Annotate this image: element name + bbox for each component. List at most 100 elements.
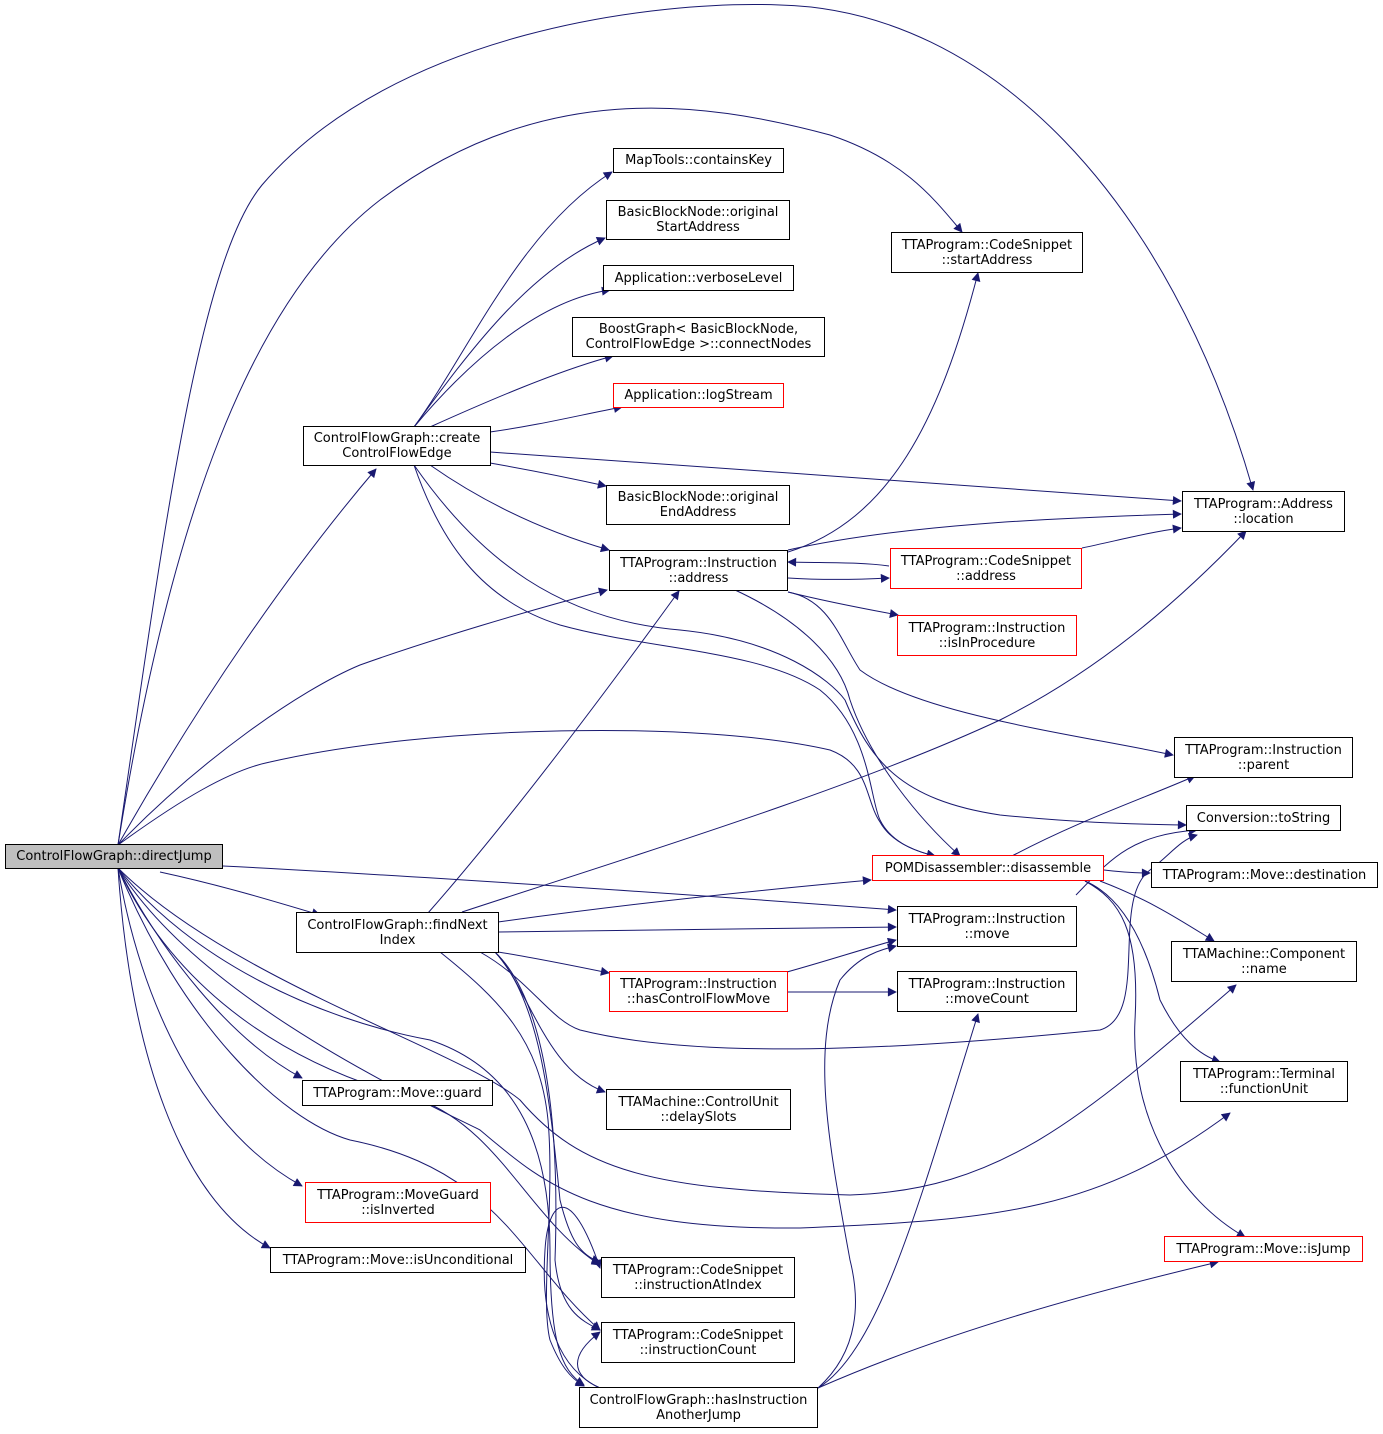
node-destination-label: TTAProgram::Move::destination bbox=[1162, 867, 1367, 883]
node-instruction-address[interactable]: TTAProgram::Instruction ::address bbox=[609, 550, 788, 591]
edge-directjump-createedge bbox=[117, 468, 377, 846]
edge-findnext-disassemble bbox=[497, 876, 872, 923]
node-moveguard-isinverted[interactable]: TTAProgram::MoveGuard ::isInverted bbox=[305, 1182, 491, 1223]
edge-csaddress-instraddress bbox=[787, 557, 890, 567]
node-move-destination[interactable]: TTAProgram::Move::destination bbox=[1151, 862, 1378, 888]
edge-hasanotherjump-instratindex bbox=[543, 1206, 602, 1389]
edge-findnext-hasanotherjump bbox=[439, 951, 585, 1387]
node-pomdisassembler-disassemble[interactable]: POMDisassembler::disassemble bbox=[872, 855, 1104, 881]
node-containskey-label: MapTools::containsKey bbox=[625, 153, 772, 168]
node-codesnippet-instructioncount[interactable]: TTAProgram::CodeSnippet ::instructionCou… bbox=[601, 1322, 795, 1363]
node-move-guard[interactable]: TTAProgram::Move::guard bbox=[302, 1080, 493, 1106]
node-codesnippet-address[interactable]: TTAProgram::CodeSnippet ::address bbox=[890, 548, 1082, 589]
node-instruction-parent[interactable]: TTAProgram::Instruction ::parent bbox=[1174, 737, 1353, 778]
node-containskey[interactable]: MapTools::containsKey bbox=[613, 148, 784, 173]
node-directjump: ControlFlowGraph::directJump bbox=[5, 844, 223, 869]
node-findnext-line1: ControlFlowGraph::findNext bbox=[307, 917, 488, 933]
node-address-location[interactable]: TTAProgram::Address ::location bbox=[1182, 491, 1345, 532]
node-isinprocedure-line2: ::isInProcedure bbox=[938, 635, 1036, 651]
node-instruction-isinprocedure[interactable]: TTAProgram::Instruction ::isInProcedure bbox=[897, 615, 1077, 656]
edge-findnext-instrcount bbox=[494, 951, 601, 1331]
node-codesnippet-startaddress[interactable]: TTAProgram::CodeSnippet ::startAddress bbox=[891, 232, 1083, 273]
node-move-isjump[interactable]: TTAProgram::Move::isJump bbox=[1164, 1236, 1363, 1262]
node-createedge-line2: ControlFlowEdge bbox=[342, 446, 452, 461]
edge-directjump-hasanotherjump bbox=[117, 867, 585, 1386]
node-csaddress-line2: ::address bbox=[956, 568, 1016, 584]
node-csstartaddress-line2: ::startAddress bbox=[941, 252, 1033, 268]
node-instraddress-line2: ::address bbox=[668, 570, 729, 586]
node-instruction-movecount[interactable]: TTAProgram::Instruction ::moveCount bbox=[897, 971, 1077, 1012]
node-hasinstructionanotherjump[interactable]: ControlFlowGraph::hasInstruction Another… bbox=[579, 1387, 818, 1428]
node-delayslots-line2: ::delaySlots bbox=[660, 1109, 737, 1125]
node-createedge-line1: ControlFlowGraph::create bbox=[313, 431, 481, 446]
node-verboselevel[interactable]: Application::verboseLevel bbox=[603, 265, 794, 291]
node-moveguard-label: TTAProgram::Move::guard bbox=[313, 1085, 482, 1101]
node-originalstart-line1: BasicBlockNode::original bbox=[617, 205, 779, 220]
node-terminal-functionunit[interactable]: TTAProgram::Terminal ::functionUnit bbox=[1180, 1061, 1348, 1102]
edge-findnext-location bbox=[461, 530, 1247, 913]
node-instrmove-line1: TTAProgram::Instruction bbox=[908, 911, 1066, 927]
node-component-name[interactable]: TTAMachine::Component ::name bbox=[1171, 941, 1357, 982]
node-connectnodes-line2: ControlFlowEdge >::connectNodes bbox=[585, 337, 812, 352]
node-originalstartaddress[interactable]: BasicBlockNode::original StartAddress bbox=[606, 200, 790, 240]
node-csaddress-line1: TTAProgram::CodeSnippet bbox=[900, 553, 1072, 569]
node-movecount-line1: TTAProgram::Instruction bbox=[908, 976, 1066, 992]
node-originalendaddress[interactable]: BasicBlockNode::original EndAddress bbox=[606, 485, 790, 525]
edge-instraddress-location bbox=[787, 509, 1182, 551]
edge-createedge-verboselevel bbox=[413, 286, 611, 428]
node-directjump-label: ControlFlowGraph::directJump bbox=[16, 849, 212, 864]
node-movecount-line2: ::moveCount bbox=[945, 991, 1029, 1007]
edge-directjump-startaddress bbox=[117, 107, 963, 846]
node-componentname-line2: ::name bbox=[1241, 961, 1287, 977]
node-originalstart-line2: StartAddress bbox=[656, 220, 740, 235]
edge-instraddress-parent bbox=[787, 591, 1174, 758]
node-disassemble-label: POMDisassembler::disassemble bbox=[884, 860, 1092, 876]
edge-directjump-location bbox=[117, 4, 1256, 846]
edge-findnext-instrmove bbox=[497, 922, 897, 933]
edge-createedge-instraddress bbox=[429, 464, 610, 553]
edge-directjump-instraddress bbox=[117, 587, 608, 846]
edge-directjump-isunconditional bbox=[117, 867, 271, 1249]
edge-createedge-containskey bbox=[413, 171, 613, 428]
edge-disassemble-movedestination bbox=[1103, 868, 1151, 878]
edge-hasanotherjump-movecount bbox=[817, 1013, 980, 1389]
node-location-line1: TTAProgram::Address bbox=[1194, 496, 1333, 512]
node-hasanotherjump-line1: ControlFlowGraph::hasInstruction bbox=[589, 1392, 808, 1408]
node-move-isunconditional[interactable]: TTAProgram::Move::isUnconditional bbox=[270, 1247, 526, 1273]
node-originalend-line1: BasicBlockNode::original bbox=[617, 490, 779, 505]
edge-directjump-moveguard bbox=[117, 867, 303, 1079]
node-location-line2: ::location bbox=[1233, 511, 1294, 527]
node-logstream[interactable]: Application::logStream bbox=[613, 383, 784, 408]
node-findnextindex[interactable]: ControlFlowGraph::findNext Index bbox=[296, 912, 499, 953]
node-instrcount-line2: ::instructionCount bbox=[639, 1342, 757, 1358]
node-conversion-tostring[interactable]: Conversion::toString bbox=[1186, 805, 1341, 831]
node-isjump-label: TTAProgram::Move::isJump bbox=[1176, 1241, 1351, 1257]
edge-instraddress-disassemble bbox=[734, 589, 961, 857]
edge-disassemble-isjump bbox=[1084, 880, 1246, 1238]
edge-createedge-disassemble bbox=[413, 464, 936, 859]
node-connectnodes-line1: BoostGraph< BasicBlockNode, bbox=[598, 322, 799, 337]
node-hasanotherjump-line2: AnotherJump bbox=[656, 1407, 741, 1423]
edge-hasanotherjump-instrcount bbox=[577, 1331, 601, 1389]
node-instruction-hascontrolflowmove[interactable]: TTAProgram::Instruction ::hasControlFlow… bbox=[609, 971, 788, 1012]
node-parent-line2: ::parent bbox=[1237, 757, 1290, 773]
edge-instraddress-startaddress bbox=[787, 272, 981, 553]
edge-createedge-originalend bbox=[489, 462, 607, 489]
node-isinverted-line2: ::isInverted bbox=[361, 1202, 435, 1218]
node-controlunit-delayslots[interactable]: TTAMachine::ControlUnit ::delaySlots bbox=[606, 1089, 791, 1130]
node-csstartaddress-line1: TTAProgram::CodeSnippet bbox=[901, 237, 1073, 253]
node-createcontrolflowedge[interactable]: ControlFlowGraph::create ControlFlowEdge bbox=[303, 426, 491, 466]
node-isinverted-line1: TTAProgram::MoveGuard bbox=[317, 1187, 479, 1203]
node-delayslots-line1: TTAMachine::ControlUnit bbox=[618, 1094, 779, 1110]
node-tostring-label: Conversion::toString bbox=[1196, 810, 1331, 826]
edge-disassemble-componentname bbox=[1099, 880, 1215, 942]
edge-instraddress-isinprocedure bbox=[787, 591, 899, 618]
edge-hasanotherjump-instrmove bbox=[817, 943, 897, 1389]
node-instruction-move[interactable]: TTAProgram::Instruction ::move bbox=[897, 906, 1077, 947]
node-instrcount-line1: TTAProgram::CodeSnippet bbox=[612, 1327, 784, 1343]
node-connectnodes[interactable]: BoostGraph< BasicBlockNode, ControlFlowE… bbox=[572, 317, 825, 357]
edge-instraddress-csaddress bbox=[787, 573, 890, 583]
node-codesnippet-instructionatindex[interactable]: TTAProgram::CodeSnippet ::instructionAtI… bbox=[601, 1257, 795, 1298]
node-logstream-label: Application::logStream bbox=[624, 388, 773, 403]
